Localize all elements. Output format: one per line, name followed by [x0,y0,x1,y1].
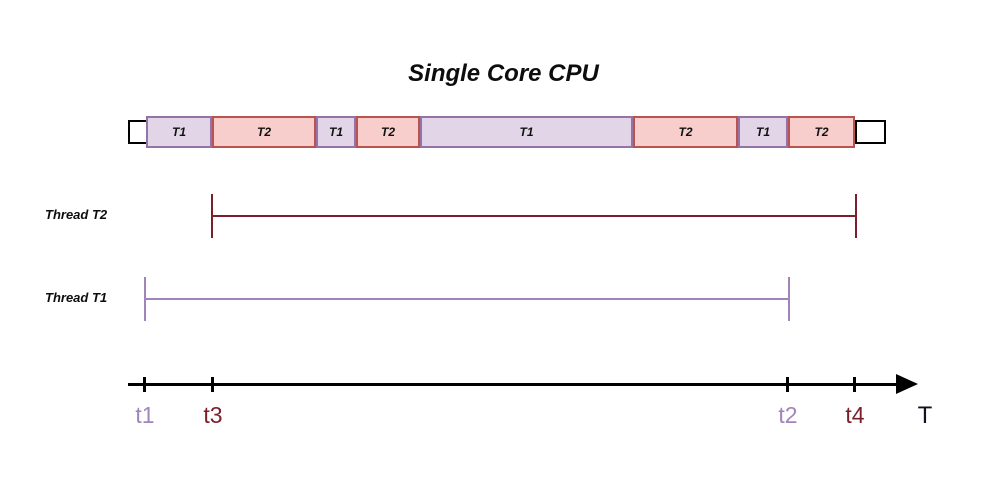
cpu-segment-t2: T2 [212,116,316,148]
cpu-segment-t2: T2 [633,116,738,148]
cpu-segment-t1: T1 [316,116,356,148]
tick-label-t1: t1 [135,402,155,428]
diagram-title: Single Core CPU [408,60,599,87]
thread-t2-line [212,215,856,217]
thread-t2-label: Thread T2 [45,207,108,222]
cpu-segment-t1: T1 [738,116,788,148]
thread-t2-start-cap [211,194,213,238]
bar-right-connector [855,120,886,144]
thread-t1-end-cap [788,277,790,321]
tick-label-t3: t3 [203,402,223,428]
thread-t1-line [145,298,789,300]
cpu-execution-bar: T1 T2 T1 T2 T1 T2 T1 T2 [146,116,855,148]
cpu-segment-t1: T1 [420,116,633,148]
axis-tick-t1 [143,377,146,392]
thread-t2-end-cap [855,194,857,238]
thread-t1-start-cap [144,277,146,321]
axis-tick-t3 [211,377,214,392]
axis-time-label: T [917,402,933,429]
axis-tick-t2 [786,377,789,392]
cpu-segment-t2: T2 [356,116,420,148]
time-axis-line [128,383,900,386]
thread-t1-label: Thread T1 [45,290,108,305]
axis-tick-t4 [853,377,856,392]
cpu-segment-t2: T2 [788,116,855,148]
tick-label-t4: t4 [845,402,865,428]
cpu-segment-t1: T1 [146,116,212,148]
axis-arrowhead-icon [896,374,918,394]
tick-label-t2: t2 [778,402,798,428]
